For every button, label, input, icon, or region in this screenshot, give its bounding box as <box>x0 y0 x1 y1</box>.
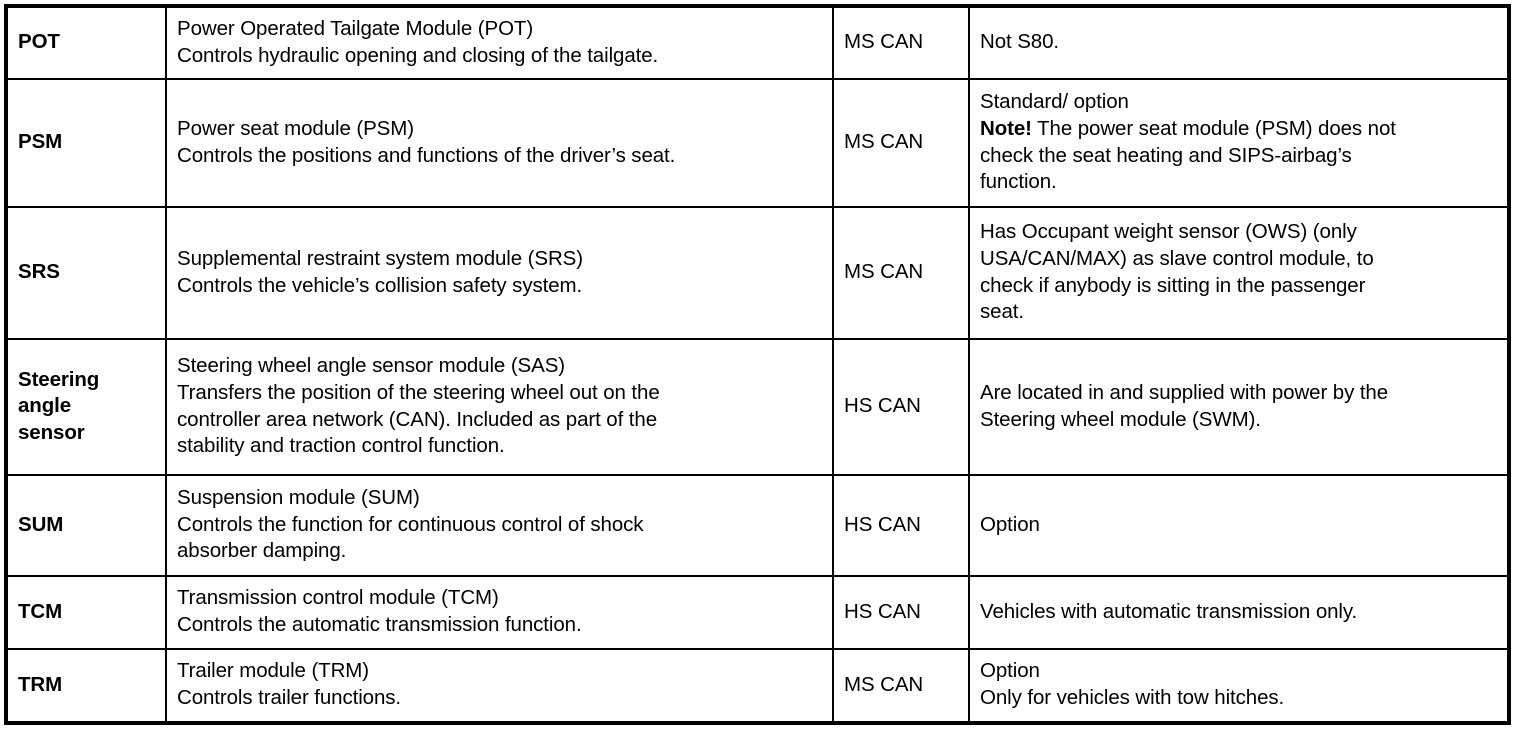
note-line: check the seat heating and SIPS-airbag’s <box>980 143 1352 167</box>
cell-note: Not S80. <box>968 5 1510 80</box>
cell-description: Suspension module (SUM) Controls the fun… <box>165 474 834 577</box>
network-text: MS CAN <box>844 30 924 54</box>
description-line: Power seat module (PSM) <box>177 116 414 140</box>
note-line: Only for vehicles with tow hitches. <box>980 686 1285 709</box>
description-line: Suspension module (SUM) <box>177 486 420 510</box>
note-line: Note! The power seat module (PSM) does n… <box>980 116 1497 143</box>
note-emphasis: Note! <box>980 116 1032 140</box>
cell-note: Vehicles with automatic transmission onl… <box>968 575 1510 650</box>
cell-abbreviation: TCM <box>5 575 167 650</box>
description-line: Controls trailer functions. <box>177 686 402 709</box>
description-line: Transmission control module (TCM) <box>177 586 499 610</box>
table-row: TRM Trailer module (TRM) Controls traile… <box>5 648 1510 724</box>
abbreviation-text: PSM <box>18 130 63 154</box>
note-line: Steering wheel module (SWM). <box>980 407 1261 431</box>
table-row: Steering angle sensor Steering wheel ang… <box>5 338 1510 476</box>
cell-network: MS CAN <box>832 78 970 208</box>
cell-network: HS CAN <box>832 575 970 650</box>
cell-description: Transmission control module (TCM) Contro… <box>165 575 834 650</box>
note-line: function. <box>980 170 1057 194</box>
table-body: POT Power Operated Tailgate Module (POT)… <box>5 5 1510 724</box>
description-line: Trailer module (TRM) <box>177 659 370 683</box>
table-row: TCM Transmission control module (TCM) Co… <box>5 575 1510 650</box>
description-line: Supplemental restraint system module (SR… <box>177 246 583 270</box>
network-text: MS CAN <box>844 130 924 154</box>
note-line: Vehicles with automatic transmission onl… <box>980 599 1358 623</box>
note-line: Are located in and supplied with power b… <box>980 380 1389 404</box>
table-row: POT Power Operated Tailgate Module (POT)… <box>5 5 1510 80</box>
abbreviation-text: SRS <box>18 260 60 284</box>
network-text: HS CAN <box>844 394 921 418</box>
cell-network: HS CAN <box>832 338 970 476</box>
description-line: Controls the vehicle’s collision safety … <box>177 273 583 297</box>
table-row: PSM Power seat module (PSM) Controls the… <box>5 78 1510 208</box>
network-text: MS CAN <box>844 672 924 696</box>
cell-description: Supplemental restraint system module (SR… <box>165 206 834 340</box>
cell-network: MS CAN <box>832 648 970 724</box>
abbreviation-text: Steering <box>18 367 100 391</box>
cell-note: Has Occupant weight sensor (OWS) (only U… <box>968 206 1510 340</box>
cell-abbreviation: PSM <box>5 78 167 208</box>
abbreviation-text: TRM <box>18 672 63 696</box>
abbreviation-text: SUM <box>18 512 64 536</box>
cell-abbreviation: SRS <box>5 206 167 340</box>
description-line: Controls the positions and functions of … <box>177 143 676 167</box>
description-line: Transfers the position of the steering w… <box>177 380 660 404</box>
cell-note: Option <box>968 474 1510 577</box>
note-line: Option <box>980 659 1040 683</box>
note-line-text: The power seat module (PSM) does not <box>1037 116 1396 140</box>
abbreviation-text: POT <box>18 30 60 54</box>
note-line: Option <box>980 512 1040 536</box>
description-line: Controls the function for continuous con… <box>177 512 644 536</box>
description-line: stability and traction control function. <box>177 434 505 458</box>
network-text: MS CAN <box>844 260 924 284</box>
description-line: Controls hydraulic opening and closing o… <box>177 43 659 67</box>
cell-description: Trailer module (TRM) Controls trailer fu… <box>165 648 834 724</box>
description-line: absorber damping. <box>177 539 347 563</box>
table-row: SRS Supplemental restraint system module… <box>5 206 1510 340</box>
control-module-table: POT Power Operated Tailgate Module (POT)… <box>4 4 1511 725</box>
cell-abbreviation: POT <box>5 5 167 80</box>
cell-note: Are located in and supplied with power b… <box>968 338 1510 476</box>
note-line: Standard/ option <box>980 90 1129 114</box>
cell-description: Power Operated Tailgate Module (POT) Con… <box>165 5 834 80</box>
cell-abbreviation: Steering angle sensor <box>5 338 167 476</box>
description-line: controller area network (CAN). Included … <box>177 407 657 431</box>
note-line: check if anybody is sitting in the passe… <box>980 273 1366 297</box>
note-line: Not S80. <box>980 30 1059 54</box>
network-text: HS CAN <box>844 512 921 536</box>
cell-network: MS CAN <box>832 5 970 80</box>
note-line: seat. <box>980 300 1024 324</box>
abbreviation-text: sensor <box>18 420 85 444</box>
cell-abbreviation: TRM <box>5 648 167 724</box>
cell-abbreviation: SUM <box>5 474 167 577</box>
note-line: USA/CAN/MAX) as slave control module, to <box>980 246 1374 270</box>
cell-description: Steering wheel angle sensor module (SAS)… <box>165 338 834 476</box>
abbreviation-text: angle <box>18 394 72 418</box>
description-line: Controls the automatic transmission func… <box>177 613 582 636</box>
cell-note: Standard/ option Note! The power seat mo… <box>968 78 1510 208</box>
description-line: Power Operated Tailgate Module (POT) <box>177 16 534 40</box>
table-row: SUM Suspension module (SUM) Controls the… <box>5 474 1510 577</box>
note-line: Has Occupant weight sensor (OWS) (only <box>980 220 1357 244</box>
cell-network: HS CAN <box>832 474 970 577</box>
description-line: Steering wheel angle sensor module (SAS) <box>177 354 565 378</box>
cell-description: Power seat module (PSM) Controls the pos… <box>165 78 834 208</box>
cell-network: MS CAN <box>832 206 970 340</box>
abbreviation-text: TCM <box>18 599 63 623</box>
network-text: HS CAN <box>844 599 921 623</box>
cell-note: Option Only for vehicles with tow hitche… <box>968 648 1510 724</box>
